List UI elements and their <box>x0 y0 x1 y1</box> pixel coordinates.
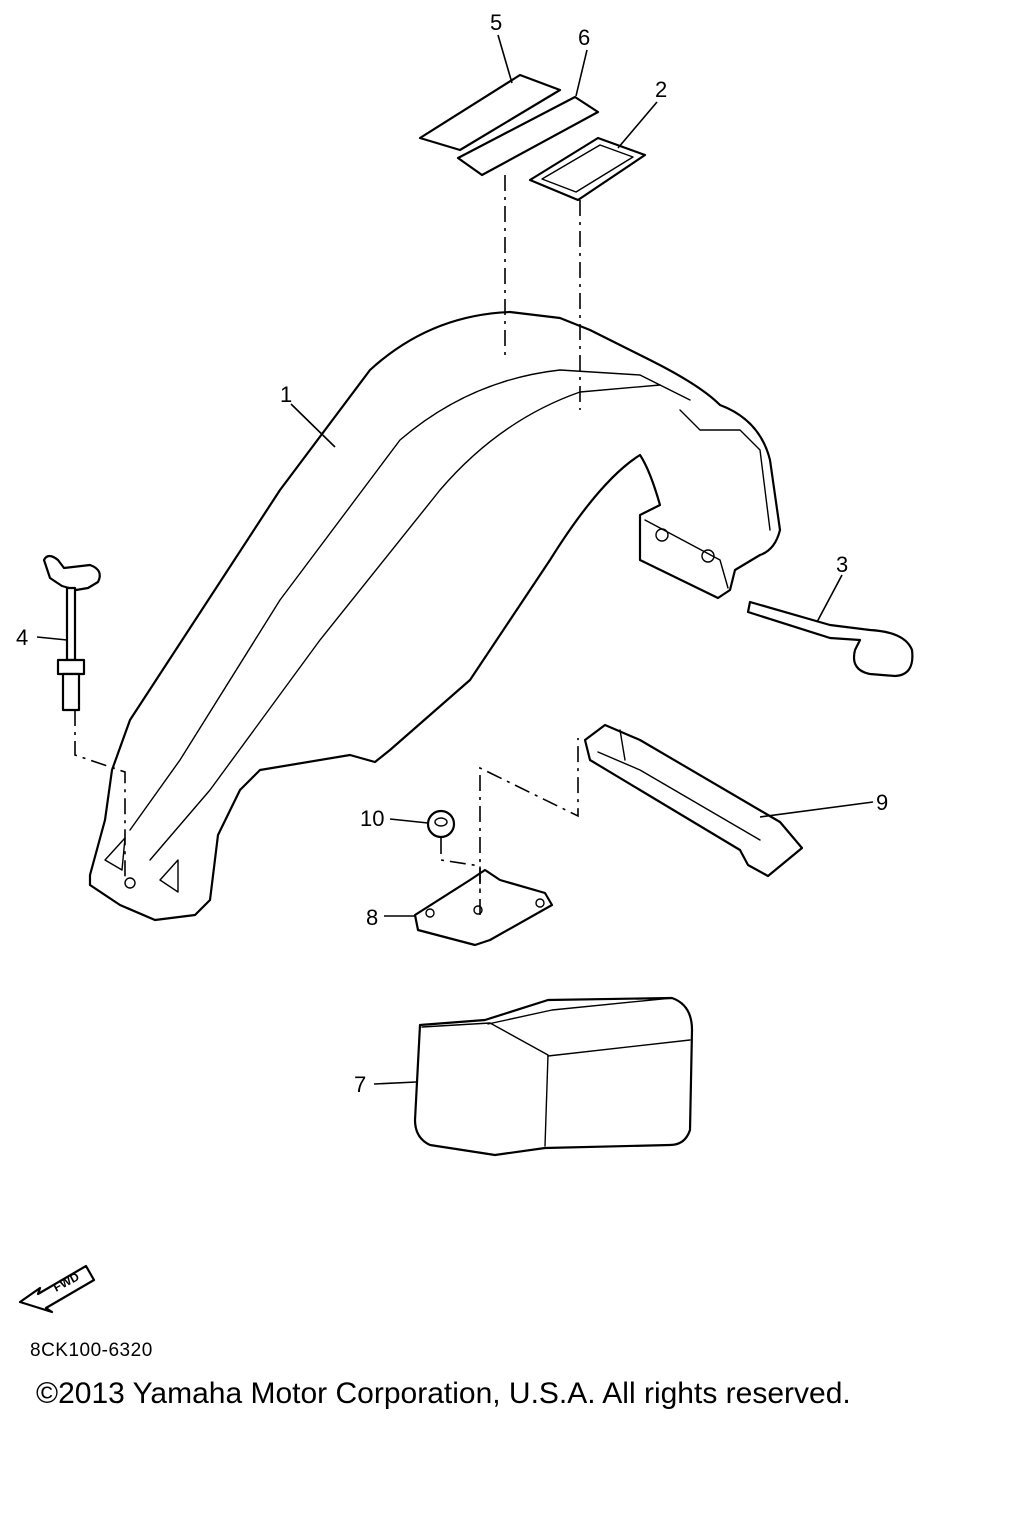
callout-8: 8 <box>366 905 378 930</box>
callout-2: 2 <box>655 77 667 102</box>
part-5-decal[interactable] <box>418 73 562 152</box>
callout-7: 7 <box>354 1072 366 1097</box>
part-1-rear-fender[interactable] <box>88 310 782 922</box>
leader-lines <box>36 34 874 1085</box>
callout-5: 5 <box>490 10 502 35</box>
copyright-notice: ©2013 Yamaha Motor Corporation, U.S.A. A… <box>36 1377 851 1410</box>
callout-1: 1 <box>280 382 292 407</box>
fwd-arrow-icon: FWD <box>18 1264 96 1314</box>
part-9-strap[interactable] <box>583 723 804 878</box>
callout-labels: 5 6 2 1 3 4 9 10 8 7 <box>16 10 888 1097</box>
callout-4: 4 <box>16 625 28 650</box>
part-6-decal[interactable] <box>456 95 600 177</box>
drawing-code: 8CK100-6320 <box>30 1340 153 1361</box>
part-10-nut[interactable] <box>426 809 456 839</box>
callout-9: 9 <box>876 790 888 815</box>
part-4-wing-bolt[interactable] <box>42 554 101 712</box>
centerlines <box>74 175 581 915</box>
part-7-box[interactable] <box>413 996 694 1157</box>
part-2-emblem[interactable] <box>528 136 647 202</box>
callout-3: 3 <box>836 552 848 577</box>
callout-10: 10 <box>360 806 384 831</box>
part-3-rod[interactable] <box>746 600 914 678</box>
part-8-bracket[interactable] <box>413 868 554 947</box>
callout-6: 6 <box>578 25 590 50</box>
